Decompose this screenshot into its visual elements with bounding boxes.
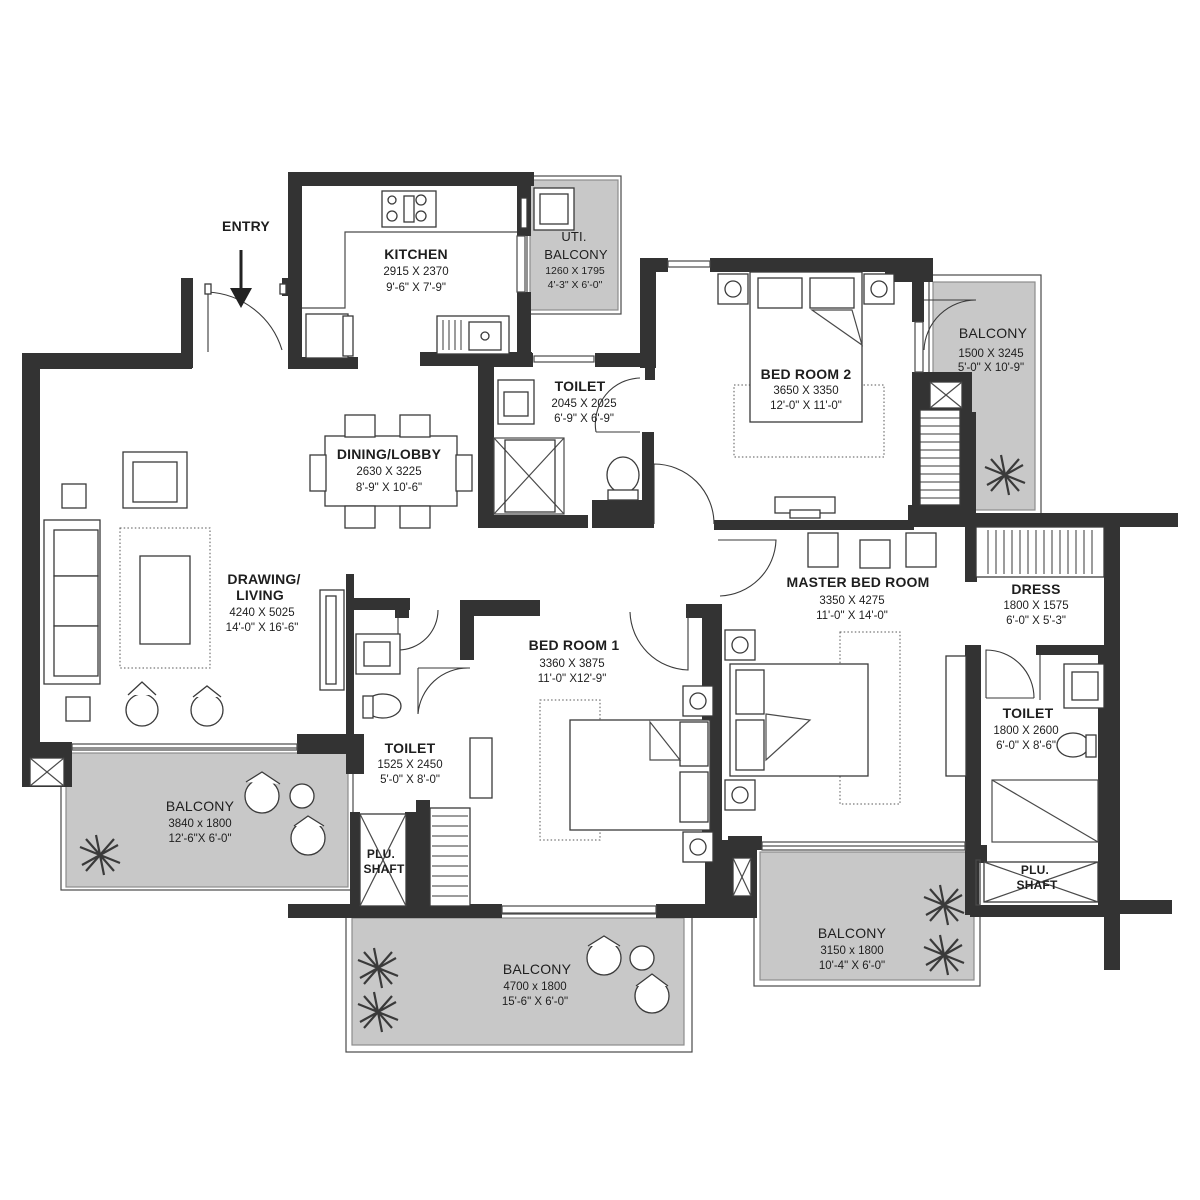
bedroom1-metric: 3360 X 3875 (539, 658, 604, 670)
shafts (29, 381, 1099, 907)
walls (22, 172, 1178, 970)
windows (71, 235, 981, 915)
plu-shaft-right-line1: PLU. (1021, 863, 1049, 877)
toilet-left-imperial: 5'-0" X 8'-0" (380, 774, 440, 786)
drawing-imperial: 14'-0" X 16'-6" (226, 622, 299, 634)
balcony-mid-metric: 3150 x 1800 (820, 945, 883, 957)
dining-set (309, 414, 473, 529)
toilet-top-imperial: 6'-9" X 6'-9" (554, 413, 614, 425)
uti-balcony-metric: 1260 X 1795 (545, 265, 605, 277)
bedroom2-name: BED ROOM 2 (761, 366, 852, 382)
dress-name: DRESS (1011, 581, 1060, 597)
kitchen-metric: 2915 X 2370 (383, 266, 448, 278)
dining-metric: 2630 X 3225 (356, 466, 421, 478)
dress-metric: 1800 X 1575 (1003, 600, 1068, 612)
master-name: MASTER BED ROOM (787, 574, 930, 590)
balcony-right-imperial: 5'-0" X 10'-9" (958, 362, 1024, 374)
toilet-left-metric: 1525 X 2450 (377, 759, 442, 771)
plu-shaft-left-line2: SHAFT (364, 862, 405, 876)
master-metric: 3350 X 4275 (819, 595, 884, 607)
balcony-bottom-name: BALCONY (503, 961, 572, 977)
toilet-top-fixtures (493, 379, 640, 515)
wc-icon (606, 456, 640, 494)
uti-balcony-imperial: 4'-3" X 6'-0" (548, 279, 603, 291)
toilet-top-name: TOILET (555, 378, 606, 394)
door-swings (204, 283, 1041, 715)
plants (79, 454, 1026, 1033)
plu-shaft-left-line1: PLU. (367, 847, 395, 861)
balcony-bottom-metric: 4700 x 1800 (503, 981, 566, 993)
balcony-mid-imperial: 10'-4" X 6'-0" (819, 960, 885, 972)
bedroom1-name: BED ROOM 1 (529, 637, 620, 653)
uti-balcony-name2: BALCONY (544, 247, 608, 262)
entry-arrow-icon (230, 250, 252, 308)
toilet-right-name: TOILET (1003, 705, 1054, 721)
plu-shaft-right-line2: SHAFT (1017, 878, 1058, 892)
bedroom1-furniture (429, 685, 714, 907)
drawing-metric: 4240 X 5025 (229, 607, 294, 619)
balcony-right-metric: 1500 X 3245 (958, 348, 1023, 360)
room-labels: ENTRY KITCHEN 2915 X 2370 9'-6" X 7'-9" … (166, 218, 1069, 1008)
bedroom2-imperial: 12'-0" X 11'-0" (770, 400, 842, 412)
balcony-furniture (244, 771, 670, 1014)
drawing-name2: LIVING (236, 587, 284, 603)
bedroom2-furniture (717, 271, 895, 519)
toilet-right-imperial: 6'-0" X 8'-6" (996, 740, 1056, 752)
dining-imperial: 8'-9" X 10'-6" (356, 482, 422, 494)
entry-label: ENTRY (222, 218, 270, 234)
balcony-left-name: BALCONY (166, 798, 235, 814)
balcony-left-metric: 3840 x 1800 (168, 818, 231, 830)
kitchen-fixtures (302, 187, 575, 359)
dining-name: DINING/LOBBY (337, 446, 442, 462)
bedroom1-imperial: 11'-0" X12'-9" (538, 673, 607, 685)
bedroom2-metric: 3650 X 3350 (773, 385, 838, 397)
toilet-right-metric: 1800 X 2600 (993, 725, 1058, 737)
drawing-name1: DRAWING/ (227, 571, 300, 587)
bottom-balcony-floor (351, 917, 685, 1046)
dress-imperial: 6'-0" X 5'-3" (1006, 615, 1066, 627)
balcony-bottom-imperial: 15'-6" X 6'-0" (502, 996, 568, 1008)
coffee-table (139, 555, 191, 645)
toilet-left-fixtures (355, 633, 402, 719)
wardrobe-hatch (975, 526, 1105, 578)
fridge-icon (305, 313, 349, 359)
balcony-right-name: BALCONY (959, 325, 1028, 341)
master-imperial: 11'-0" X 14'-0" (816, 610, 888, 622)
kitchen-imperial: 9'-6" X 7'-9" (386, 282, 446, 294)
toilet-top-metric: 2045 X 2025 (551, 398, 616, 410)
living-furniture (43, 451, 345, 727)
toilet-left-name: TOILET (385, 740, 436, 756)
balcony-mid-name: BALCONY (818, 925, 887, 941)
balcony-left-imperial: 12'-6"X 6'-0" (168, 833, 231, 845)
entry-door-arc (207, 291, 283, 352)
toilet-right-fixtures (945, 655, 1105, 843)
master-furniture (724, 526, 1105, 811)
kitchen-name: KITCHEN (384, 246, 448, 262)
left-balcony-floor (65, 752, 349, 888)
uti-balcony-name1: UTI. (561, 229, 586, 244)
